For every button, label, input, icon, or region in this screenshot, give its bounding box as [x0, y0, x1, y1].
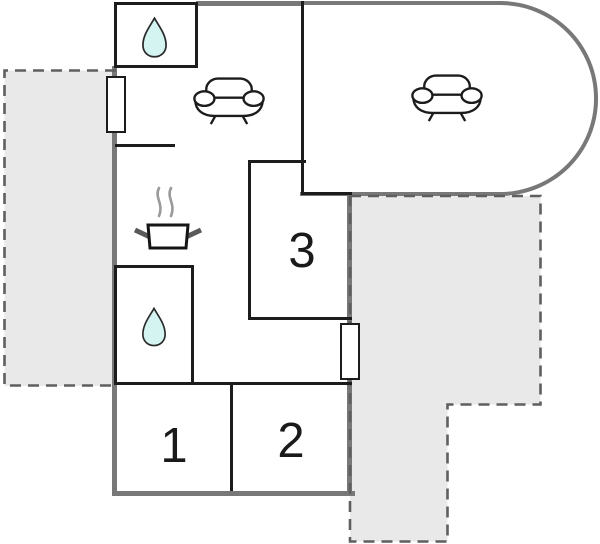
- sofa-icon: [193, 77, 265, 125]
- room3-wall-bottom: [248, 317, 352, 320]
- sofa-armrest: [242, 90, 265, 108]
- rooms-top-wall: [114, 382, 352, 385]
- room3-wall-left: [248, 160, 251, 320]
- sofa-legs: [209, 115, 249, 125]
- terrace-right: [350, 196, 541, 542]
- water-drop-icon: [142, 16, 167, 58]
- sofa-icon: [411, 74, 483, 122]
- sofa-armrest: [411, 87, 434, 105]
- terrace-right-border: [348, 194, 542, 543]
- living-room: [300, 1, 598, 196]
- window-left-icon: [106, 76, 126, 133]
- room3-wall-top: [248, 160, 306, 163]
- terrace-left-border: [3, 69, 116, 387]
- room1-room2-divider: [230, 385, 233, 491]
- wall-top: [196, 1, 302, 6]
- sofa-armrest: [193, 90, 216, 108]
- water-drop-icon: [142, 306, 166, 347]
- steam-lines: [156, 186, 174, 218]
- room-1-label: 1: [160, 419, 188, 473]
- pot-body: [146, 223, 190, 250]
- living-room-bottom-wall: [301, 192, 352, 195]
- wall-bottom: [112, 491, 355, 496]
- sofa-armrest: [460, 87, 483, 105]
- cooking-pot-icon: [133, 186, 203, 250]
- living-room-left-wall: [301, 1, 304, 195]
- room-2-label: 2: [277, 414, 305, 468]
- door-right-icon: [340, 323, 360, 380]
- sofa-legs: [427, 112, 467, 122]
- kitchen-wall-stub: [115, 144, 175, 147]
- terrace-left: [4, 70, 116, 386]
- room-3-label: 3: [288, 224, 316, 278]
